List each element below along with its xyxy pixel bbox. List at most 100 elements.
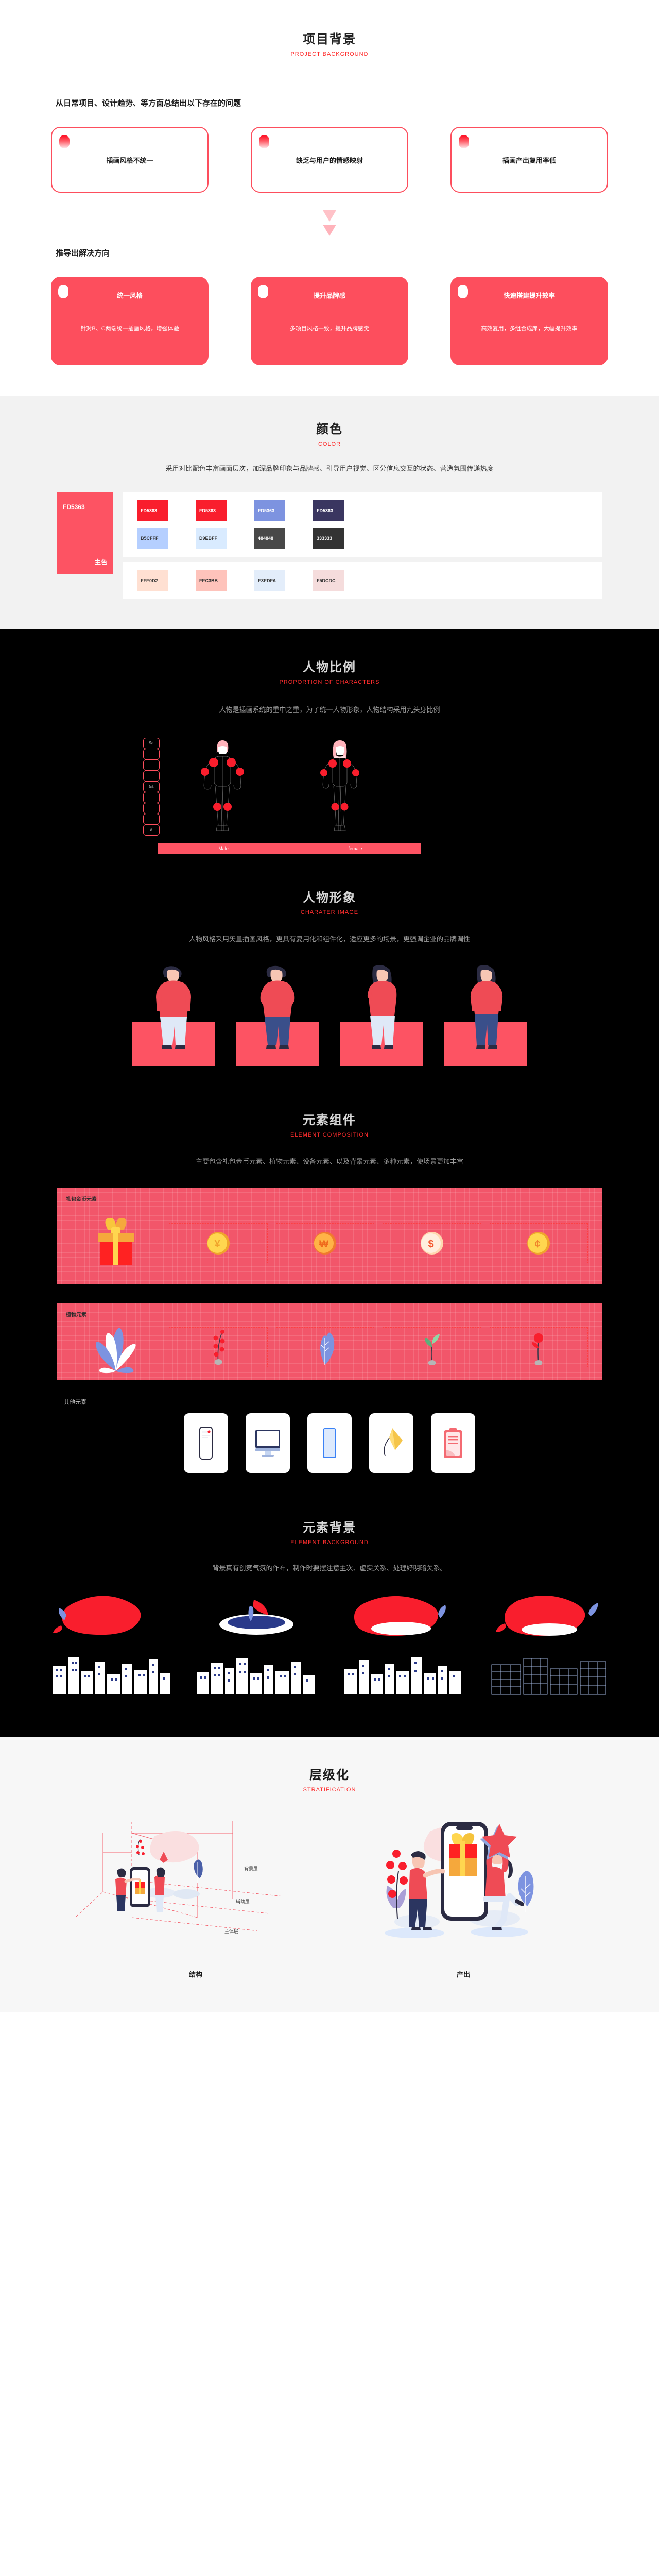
- color-swatch[interactable]: FD5363: [254, 500, 285, 521]
- color-swatch[interactable]: E3EDFA: [254, 570, 285, 591]
- color-swatch[interactable]: F5DCDC: [313, 570, 344, 591]
- marker-dot-icon: [58, 285, 68, 298]
- stratification-structure-column: 背景层 辅助层 主体层 结构: [72, 1816, 319, 1979]
- solution-card[interactable]: 提升品牌感 多项目风格一致，提升品牌感觉: [251, 277, 408, 365]
- color-swatch[interactable]: 333333: [313, 528, 344, 549]
- background-blob-tile: [338, 1591, 467, 1639]
- coin-yen-icon: ¥: [206, 1231, 230, 1255]
- stratification-columns: 背景层 辅助层 主体层 结构: [0, 1816, 659, 1979]
- layer-label-background: 背景层: [244, 1866, 258, 1871]
- clipboard-icon: [444, 1427, 462, 1458]
- problem-card[interactable]: 插画风格不统一: [51, 127, 209, 193]
- ladder-rung: 9a: [143, 737, 160, 749]
- ladder-rung: [143, 813, 160, 825]
- color-swatch[interactable]: 484848: [254, 528, 285, 549]
- color-swatch[interactable]: FFE0D2: [137, 570, 168, 591]
- section-character-proportion: 人物比例 PROPORTION OF CHARACTERS 人物是插画系统的重中…: [0, 629, 659, 854]
- character-heading: 人物形象 CHARATER IMAGE: [0, 887, 659, 916]
- color-swatch[interactable]: B5CFFF: [137, 528, 168, 549]
- chevron-down-icon: [323, 210, 336, 222]
- blue-leaf-icon: [320, 1332, 335, 1365]
- tablet-icon: [323, 1428, 336, 1458]
- solution-detail: 高效复用，多组合成库，大幅提升效率: [481, 326, 578, 332]
- structure-diagram: 背景层 辅助层 主体层: [72, 1816, 319, 1960]
- elements-heading: 元素组件 ELEMENT COMPOSITION: [0, 1110, 659, 1138]
- panel-label: 植物元素: [66, 1312, 86, 1318]
- proportion-heading: 人物比例 PROPORTION OF CHARACTERS: [0, 657, 659, 685]
- plant-guide-cell: [383, 1327, 481, 1367]
- elbg-description: 背景真有创竞气氛的作布，制作时要摆注意主次、虚实关系、处理好明暗关系。: [212, 1564, 447, 1572]
- color-swatch[interactable]: D9EBFF: [196, 528, 227, 549]
- solution-detail: 多项目风格一致，提升品牌感觉: [290, 326, 369, 332]
- device-card-monitor[interactable]: [246, 1413, 290, 1473]
- character-illustration: [336, 965, 427, 1067]
- color-swatch-label: 484848: [258, 536, 274, 541]
- output-scene: [385, 1821, 534, 1938]
- solutions-subtitle: 推导出解决方向: [56, 249, 110, 258]
- section-title-cn: 人物形象: [303, 890, 356, 905]
- city-skyline-tile: [192, 1648, 321, 1696]
- section-project-background: 项目背景 Project background 从日常项目、设计趋势、等方面总结…: [0, 0, 659, 396]
- section-title-cn: 人物比例: [303, 660, 356, 675]
- section-character-image: 人物形象 CHARATER IMAGE 人物风格采用矢量插画风格，更具有复用化和…: [0, 854, 659, 1077]
- problem-card[interactable]: 插画产出复用率低: [450, 127, 608, 193]
- color-swatch[interactable]: FD5363: [196, 500, 227, 521]
- elements-description: 主要包含礼包金币元素、植物元素、设备元素、以及背景元素、多种元素，使场景更加丰富: [195, 1158, 463, 1166]
- coin-won-icon: ₩: [314, 1231, 337, 1255]
- background-blob-row: [0, 1591, 659, 1639]
- solution-card[interactable]: 统一风格 针对B、C两端统一插画风格，增强体验: [51, 277, 209, 365]
- background-blob-tile: [192, 1591, 321, 1639]
- character-female-1: [367, 965, 397, 1049]
- problem-card-row: 插画风格不统一 缺乏与用户的情感映射 插画产出复用率低: [0, 127, 659, 193]
- device-card-phone[interactable]: [184, 1413, 228, 1473]
- primary-color-swatch[interactable]: FD5363 主色: [57, 492, 113, 575]
- problem-card[interactable]: 缺乏与用户的情感映射: [251, 127, 408, 193]
- color-swatch-label: FD5363: [141, 508, 158, 514]
- base-label-male: Male: [218, 845, 229, 851]
- ladder-rung: 5a: [143, 781, 160, 792]
- coin-cent-icon: ¢: [527, 1231, 550, 1255]
- red-flower-icon: [532, 1333, 544, 1365]
- character-illustration: [440, 965, 531, 1067]
- design-spec-page: 项目背景 Project background 从日常项目、设计趋势、等方面总结…: [0, 0, 659, 2012]
- layer-perspective-box: 背景层 辅助层 主体层: [76, 1820, 281, 1934]
- panel-gift-coins: 礼包金币元素: [57, 1187, 602, 1284]
- city-skyline-tile: [484, 1648, 613, 1696]
- color-swatch[interactable]: FD5363: [137, 500, 168, 521]
- coin-guide-cell: ₩: [275, 1223, 374, 1263]
- character-illustration: [128, 965, 219, 1067]
- coin-symbol: ₩: [319, 1239, 328, 1250]
- marker-dot-icon: [459, 135, 469, 148]
- color-swatch-label: FD5363: [317, 508, 334, 514]
- male-wireframe-figure: [201, 740, 244, 831]
- color-swatch[interactable]: FD5363: [313, 500, 344, 521]
- city-skyline-tile: [338, 1648, 467, 1696]
- marker-dot-icon: [258, 285, 268, 298]
- output-illustration: [340, 1816, 587, 1960]
- other-elements-row: [0, 1413, 659, 1486]
- phone-icon: [199, 1426, 213, 1460]
- section-element-background: 元素背景 ELEMENT BACKGROUND 背景真有创竞气氛的作布，制作时要…: [0, 1486, 659, 1737]
- primary-color-name: 主色: [94, 558, 107, 566]
- ladder-rung: [143, 759, 160, 771]
- monitor-icon: [255, 1429, 280, 1457]
- device-card-pen[interactable]: [369, 1413, 413, 1473]
- section-title-cn: 项目背景: [303, 32, 356, 46]
- color-swatch[interactable]: FEC3BB: [196, 570, 227, 591]
- device-card-clipboard[interactable]: [431, 1413, 475, 1473]
- base-label-female: female: [348, 845, 362, 851]
- character-description: 人物风格采用矢量插画风格，更具有复用化和组件化，适应更多的场景，更强调企业的品牌…: [188, 935, 470, 943]
- coin-guide-cell: $: [383, 1223, 481, 1263]
- layer-label-auxiliary: 辅助层: [236, 1899, 250, 1904]
- city-skyline-icon: [53, 1657, 170, 1694]
- section-stratification: 层级化 STRATIFICATION: [0, 1736, 659, 2012]
- solution-card-row: 统一风格 针对B、C两端统一插画风格，增强体验 提升品牌感 多项目风格一致，提升…: [0, 277, 659, 365]
- section-color: 颜色 Color 采用对比配色丰富画面层次，加深品牌印象与品牌感、引导用户视觉、…: [0, 396, 659, 630]
- problem-label: 缺乏与用户的情感映射: [296, 156, 363, 164]
- device-card-tablet[interactable]: [307, 1413, 352, 1473]
- city-skyline-row: [0, 1648, 659, 1716]
- project-background-heading: 项目背景 Project background: [0, 29, 659, 57]
- character-illustration: [232, 965, 323, 1067]
- coin-symbol: $: [428, 1239, 433, 1250]
- solution-card[interactable]: 快速搭建提升效率 高效复用，多组合成库，大幅提升效率: [450, 277, 608, 365]
